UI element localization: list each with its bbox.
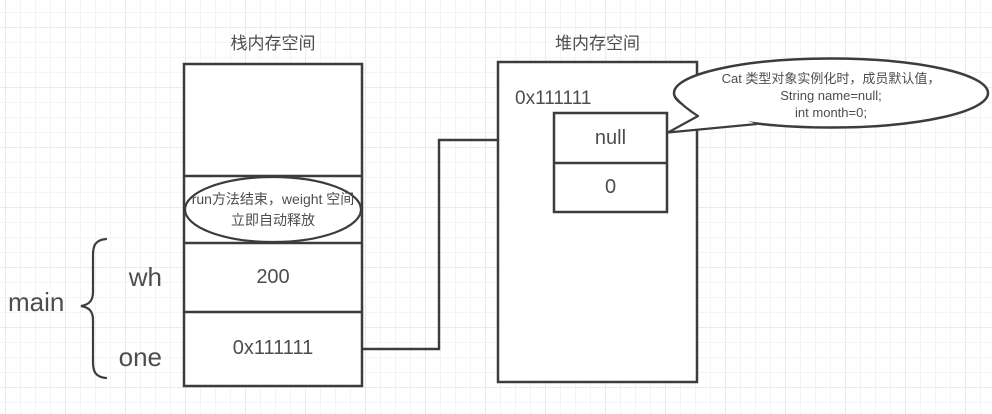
main-frame-brace (80, 237, 108, 380)
callout-line-2: String name=null; (780, 88, 882, 103)
heap-object-address: 0x111111 (515, 88, 592, 109)
callout-bubble (672, 57, 990, 129)
callout-line-3: int month=0; (795, 105, 867, 120)
var-label-one: one (118, 342, 162, 372)
callout-text: Cat 类型对象实例化时，成员默认值， String name=null; in… (689, 70, 973, 121)
var-label-wh: wh (128, 262, 162, 292)
heap-title: 堆内存空间 (555, 33, 640, 53)
stack-title: 栈内存空间 (230, 33, 316, 53)
main-frame-label: main (8, 287, 65, 317)
stack-cell-wh-value: 200 (256, 266, 290, 288)
cat-field-name-value: null (594, 126, 627, 149)
cat-field-month-value: 0 (604, 176, 617, 198)
heap-box (496, 60, 699, 384)
stack-cell-one-value: 0x111111 (232, 337, 314, 359)
released-slot-note: run方法结束，weight 空间立即自动释放 (191, 191, 355, 228)
callout-line-1: Cat 类型对象实例化时，成员默认值， (721, 71, 941, 86)
stack-box (182, 62, 364, 388)
released-slot-ellipse (183, 175, 363, 244)
stack-to-heap-arrow (363, 138, 506, 351)
callout-tail (666, 96, 758, 134)
